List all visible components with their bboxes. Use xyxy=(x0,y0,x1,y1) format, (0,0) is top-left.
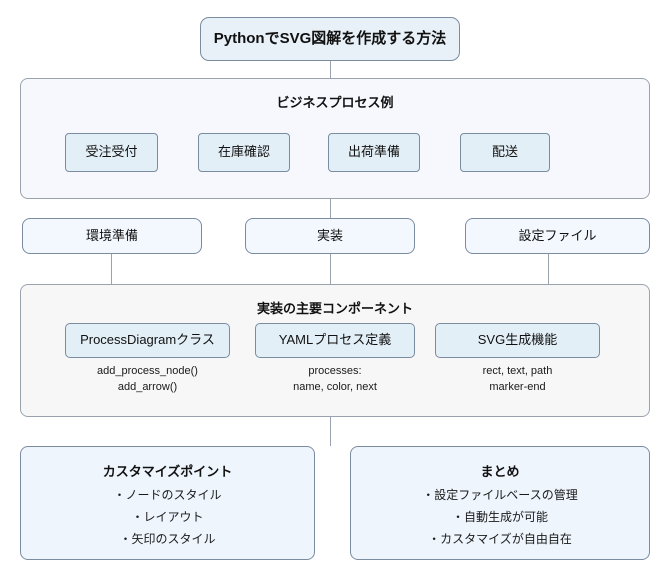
components-section-heading: 実装の主要コンポーネント xyxy=(256,301,413,316)
category-box-kankyo-junbi[interactable]: 環境準備 xyxy=(22,218,202,254)
summary-line: ・矢印のスタイル xyxy=(119,532,216,547)
category-box-settei-file[interactable]: 設定ファイル xyxy=(465,218,650,254)
component-sub-line: add_process_node() xyxy=(97,365,198,377)
component-sub-line: marker-end xyxy=(489,380,546,393)
component-box-yaml-process-definition[interactable]: YAMLプロセス定義 xyxy=(255,323,415,358)
summary-box-customize-points[interactable]: カスタマイズポイント ・ノードのスタイル ・レイアウト ・矢印のスタイル xyxy=(20,446,315,560)
summary-line: ・レイアウト xyxy=(131,510,204,525)
process-node-1[interactable]: 受注受付 xyxy=(65,133,158,172)
component-sub-line: name, color, next xyxy=(293,380,377,393)
component-sub-line: processes: xyxy=(308,365,362,377)
summary-line: ・ノードのスタイル xyxy=(113,488,222,502)
component-sub-process-diagram-class: add_process_node() add_arrow() xyxy=(65,364,230,396)
summary-line: ・自動生成が可能 xyxy=(451,510,548,525)
category-box-jisso[interactable]: 実装 xyxy=(245,218,415,254)
process-node-2[interactable]: 在庫確認 xyxy=(198,133,290,172)
summary-heading: まとめ xyxy=(480,464,520,479)
component-box-process-diagram-class[interactable]: ProcessDiagramクラス xyxy=(65,323,230,358)
component-box-svg-generation[interactable]: SVG生成機能 xyxy=(435,323,600,358)
component-sub-yaml-process-definition: processes: name, color, next xyxy=(255,364,415,396)
summary-box-matome[interactable]: まとめ ・設定ファイルベースの管理 ・自動生成が可能 ・カスタマイズが自由自在 xyxy=(350,446,650,560)
process-node-4[interactable]: 配送 xyxy=(460,133,550,172)
summary-line: ・設定ファイルベースの管理 xyxy=(422,488,578,502)
process-node-3[interactable]: 出荷準備 xyxy=(328,133,420,172)
component-sub-svg-generation: rect, text, path marker-end xyxy=(435,364,600,396)
summary-heading: カスタマイズポイント xyxy=(102,464,233,479)
component-sub-line: add_arrow() xyxy=(117,380,178,393)
process-section-heading: ビジネスプロセス例 xyxy=(276,95,394,110)
summary-line: ・カスタマイズが自由自在 xyxy=(428,532,572,547)
component-sub-line: rect, text, path xyxy=(482,365,553,377)
diagram-title: PythonでSVG図解を作成する方法 xyxy=(200,17,460,61)
